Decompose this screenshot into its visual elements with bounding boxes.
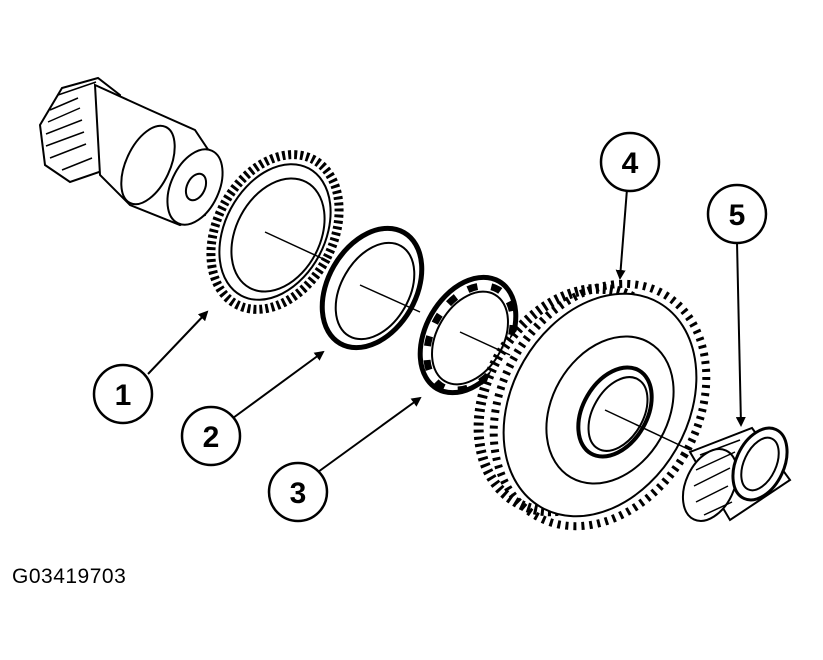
callout-3-label: 3	[290, 477, 307, 510]
arrow-1	[147, 310, 209, 375]
callout-2: 2	[180, 405, 242, 467]
arrow-4	[615, 188, 628, 280]
callout-5-label: 5	[729, 199, 746, 232]
callout-4: 4	[599, 131, 661, 193]
arrow-3	[317, 396, 422, 473]
callout-3: 3	[267, 461, 329, 523]
callout-2-label: 2	[203, 421, 220, 454]
figure-id: G03419703	[12, 565, 127, 588]
callout-4-label: 4	[622, 147, 639, 180]
center-axis	[264, 231, 691, 451]
part-5-needle-bearing	[681, 426, 792, 522]
leader-arrows	[147, 188, 746, 473]
arrow-5	[735, 241, 746, 427]
part-2-ring	[319, 225, 425, 351]
part-4-helical-gear	[473, 279, 711, 531]
callout-1: 1	[92, 363, 154, 425]
callout-5: 5	[706, 183, 768, 245]
arrow-2	[232, 350, 325, 419]
shaft	[38, 76, 224, 227]
callout-1-label: 1	[115, 379, 132, 412]
